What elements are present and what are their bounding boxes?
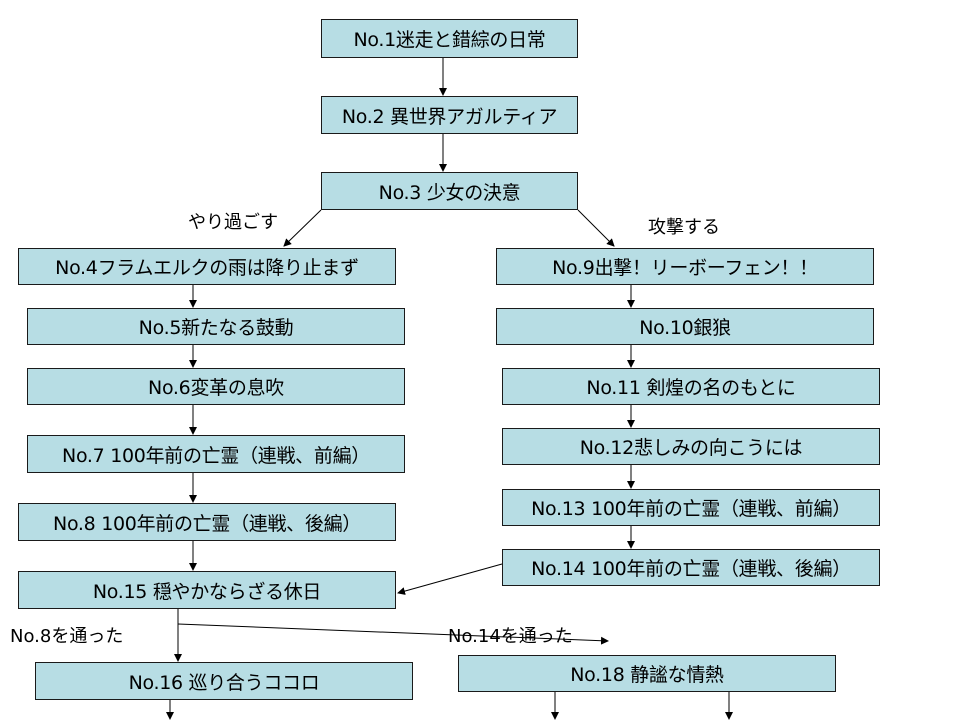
- node-no12: No.12悲しみの向こうには: [502, 428, 880, 465]
- node-no1: No.1迷走と錯綜の日常: [321, 19, 578, 58]
- node-no18: No.18 静謐な情熱: [458, 655, 836, 692]
- node-no5: No.5新たなる鼓動: [27, 308, 405, 345]
- node-no6: No.6変革の息吹: [27, 368, 405, 405]
- node-no9: No.9出撃！リーボーフェン！！: [496, 248, 874, 285]
- node-no2: No.2 異世界アガルティア: [321, 96, 578, 134]
- branch-label-via-no14: No.14を通った: [448, 626, 573, 647]
- node-no8: No.8 100年前の亡霊（連戦、後編）: [18, 503, 396, 541]
- edge-n15-n18: [177, 623, 609, 645]
- node-no13: No.13 100年前の亡霊（連戦、前編）: [502, 489, 880, 526]
- node-no14: No.14 100年前の亡霊（連戦、後編）: [502, 549, 880, 586]
- node-no16: No.16 巡り合うココロ: [35, 662, 413, 700]
- edge-n3-n4: [283, 209, 322, 247]
- edge-n14-n15: [397, 563, 503, 595]
- branch-label-via-no8: No.8を通った: [10, 626, 124, 647]
- edge-n3-n9: [577, 209, 615, 247]
- branch-label-attack: 攻撃する: [648, 217, 720, 238]
- node-no4: No.4フラムエルクの雨は降り止まず: [18, 248, 396, 285]
- node-no3: No.3 少女の決意: [321, 172, 578, 210]
- node-no10: No.10銀狼: [496, 308, 874, 345]
- node-no15: No.15 穏やかならざる休日: [18, 571, 396, 609]
- node-no7: No.7 100年前の亡霊（連戦、前編）: [27, 435, 405, 473]
- branch-label-pass: やり過ごす: [188, 212, 279, 233]
- node-no11: No.11 剣煌の名のもとに: [502, 368, 880, 405]
